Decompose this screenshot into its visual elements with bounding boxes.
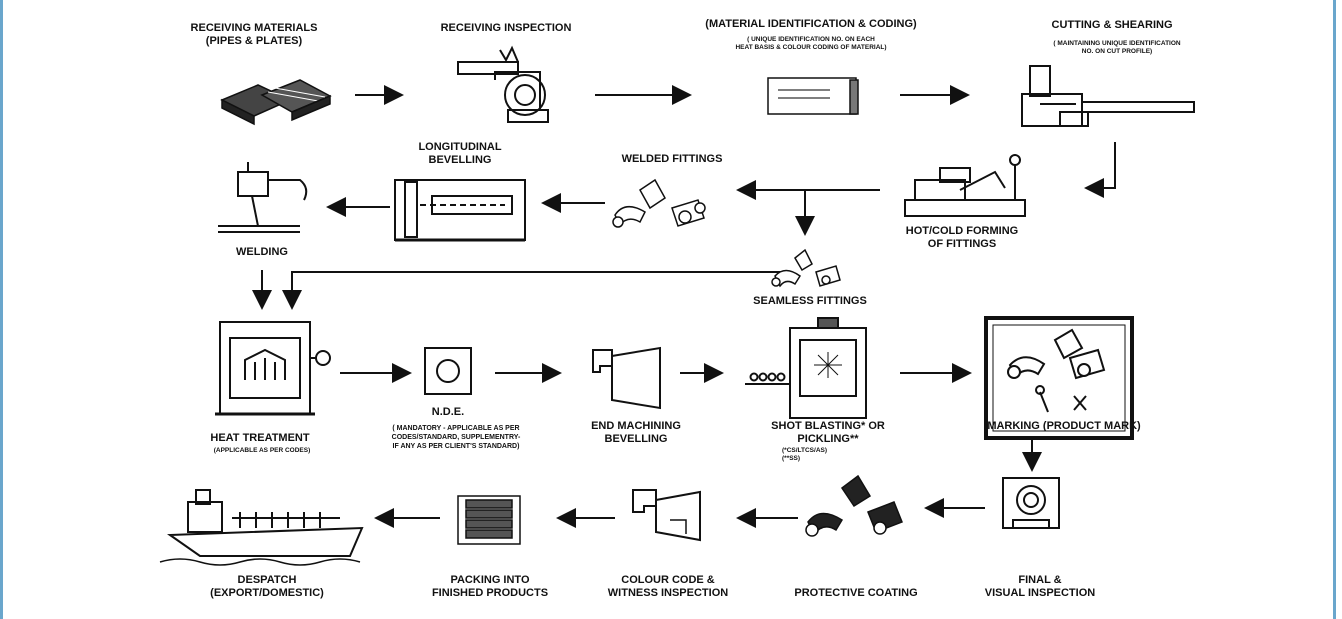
hot-cold-forming-illustration	[904, 154, 1026, 217]
label-cutting-shearing-note: ( MAINTAINING UNIQUE IDENTIFICATION NO. …	[1053, 40, 1181, 55]
label-packing: PACKING INTO FINISHED PRODUCTS	[431, 574, 549, 599]
label-marking: MARKING (PRODUCT MARK)	[987, 420, 1141, 432]
colour-code-illustration	[632, 489, 701, 542]
label-final-inspection: FINAL & VISUAL INSPECTION	[984, 574, 1096, 599]
shot-blasting-illustration	[745, 317, 867, 419]
seamless-fittings-illustration	[771, 248, 841, 288]
packing-illustration	[457, 495, 521, 545]
end-machining-illustration	[592, 346, 661, 410]
label-colour-code: COLOUR CODE & WITNESS INSPECTION	[607, 574, 729, 599]
label-hot-cold-forming: HOT/COLD FORMING OF FITTINGS	[905, 225, 1019, 250]
heat-treatment-illustration	[215, 321, 331, 416]
label-heat-treatment-note: (APPLICABLE AS PER CODES)	[213, 447, 311, 454]
arrow-10	[282, 271, 790, 310]
label-shot-blasting-note: (*CS/LTCS/AS) (**SS)	[782, 447, 828, 462]
nde-illustration	[424, 347, 472, 395]
label-welded-fittings: WELDED FITTINGS	[621, 153, 723, 165]
label-welding: WELDING	[236, 246, 288, 258]
label-shot-blasting: SHOT BLASTING* OR PICKLING**	[771, 420, 885, 445]
label-material-identification: (MATERIAL IDENTIFICATION & CODING)	[705, 18, 917, 30]
label-longitudinal-bevelling: LONGITUDINAL BEVELLING	[418, 141, 502, 166]
final-inspection-illustration	[1002, 477, 1060, 529]
label-cutting-shearing: CUTTING & SHEARING	[1051, 19, 1173, 31]
label-protective-coating: PROTECTIVE COATING	[794, 587, 918, 599]
pipes-plates-illustration	[220, 79, 332, 126]
receiving-inspection-illustration	[457, 45, 549, 123]
marking-illustration	[984, 316, 1134, 440]
label-heat-treatment: HEAT TREATMENT	[210, 432, 310, 444]
protective-coating-illustration	[805, 474, 903, 537]
label-nde-note: ( MANDATORY - APPLICABLE AS PER CODES/ST…	[391, 425, 521, 450]
flow-arrows	[252, 85, 1116, 528]
label-nde: N.D.E.	[431, 406, 465, 418]
label-despatch: DESPATCH (EXPORT/DOMESTIC)	[210, 574, 324, 599]
cutting-machine-illustration	[1021, 65, 1195, 127]
welding-illustration	[218, 162, 308, 233]
welded-fittings-illustration	[612, 178, 706, 228]
label-seamless-fittings: SEAMLESS FITTINGS	[753, 295, 867, 307]
ship-illustration	[159, 489, 364, 566]
label-material-identification-note: ( UNIQUE IDENTIFICATION NO. ON EACH HEAT…	[735, 36, 887, 51]
longitudinal-bevelling-illustration	[394, 179, 526, 242]
label-end-machining: END MACHINING BEVELLING	[591, 420, 681, 445]
label-receiving-inspection: RECEIVING INSPECTION	[440, 22, 572, 34]
arrow-4	[1084, 142, 1116, 198]
label-receiving-materials: RECEIVING MATERIALS (PIPES & PLATES)	[190, 22, 318, 47]
identification-tag-illustration	[767, 77, 859, 115]
